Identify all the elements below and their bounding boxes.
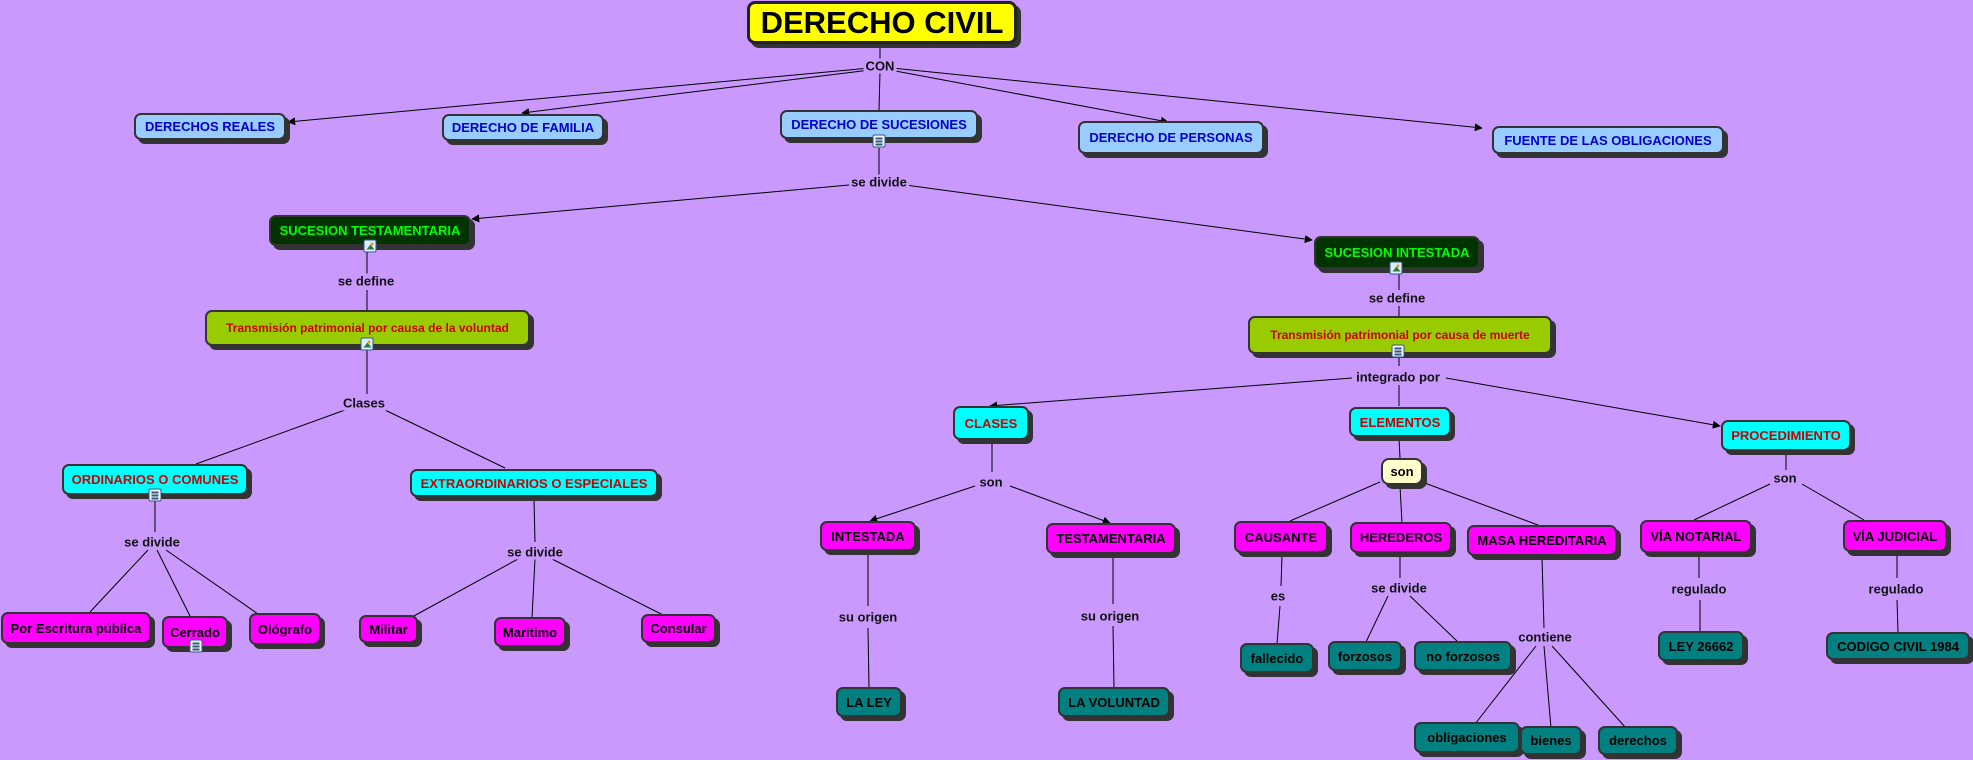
link-label-se-define-intest: se define — [1366, 290, 1428, 306]
document-icon[interactable] — [148, 488, 162, 502]
node-via-notarial[interactable]: VÍA NOTARIAL — [1640, 520, 1752, 553]
link-label-se-divide-her: se divide — [1369, 580, 1429, 596]
link-label-son-clases: son — [977, 474, 1005, 490]
node-clases[interactable]: CLASES — [953, 406, 1029, 440]
node-herederos[interactable]: HEREDEROS — [1350, 522, 1452, 553]
link-label-clases: Clases — [341, 395, 387, 411]
node-obligaciones[interactable]: obligaciones — [1414, 722, 1520, 753]
node-fuente-obligaciones[interactable]: FUENTE DE LAS OBLIGACIONES — [1492, 126, 1724, 154]
link-label-se-divide-ext: se divide — [505, 544, 565, 560]
link-label-con: CON — [863, 58, 897, 74]
document-icon[interactable] — [1391, 344, 1405, 358]
node-derechos-reales[interactable]: DERECHOS REALES — [134, 113, 286, 140]
link-label-son-proc: son — [1771, 470, 1799, 486]
link-label-regulado-2: regulado — [1866, 581, 1926, 597]
node-la-voluntad[interactable]: LA VOLUNTAD — [1058, 687, 1170, 717]
node-testamentaria[interactable]: TESTAMENTARIA — [1046, 523, 1176, 554]
node-ley-26662[interactable]: LEY 26662 — [1658, 631, 1744, 661]
node-son[interactable]: son — [1381, 458, 1423, 485]
node-militar[interactable]: Militar — [359, 615, 418, 643]
node-procedimiento[interactable]: PROCEDIMIENTO — [1721, 420, 1851, 451]
node-elementos[interactable]: ELEMENTOS — [1349, 407, 1451, 437]
node-derecho-civil[interactable]: DERECHO CIVIL — [747, 1, 1017, 44]
node-no-forzosos[interactable]: no forzosos — [1414, 641, 1512, 671]
image-icon[interactable] — [363, 239, 377, 253]
node-codigo-civil[interactable]: CODIGO CIVIL 1984 — [1826, 632, 1970, 660]
node-forzosos[interactable]: forzosos — [1328, 641, 1402, 671]
node-masa-hereditaria[interactable]: MASA HEREDITARIA — [1467, 525, 1617, 556]
link-label-se-define-test: se define — [335, 273, 397, 289]
link-label-contiene: contiene — [1516, 629, 1574, 645]
node-consular[interactable]: Consular — [641, 614, 716, 643]
node-escritura-publica[interactable]: Por Escritura pública — [1, 612, 151, 644]
node-maritimo[interactable]: Maritimo — [494, 617, 566, 647]
node-olografo[interactable]: Ológrafo — [249, 613, 321, 645]
link-label-es: es — [1268, 588, 1288, 604]
node-derecho-familia[interactable]: DERECHO DE FAMILIA — [442, 114, 604, 141]
image-icon[interactable] — [1389, 261, 1403, 275]
link-label-su-origen-1: su origen — [836, 609, 900, 625]
link-label-integrado-por: integrado por — [1354, 369, 1442, 385]
link-label-se-divide-ord: se divide — [122, 534, 182, 550]
node-intestada[interactable]: INTESTADA — [820, 521, 916, 551]
node-causante[interactable]: CAUSANTE — [1234, 521, 1328, 553]
node-la-ley[interactable]: LA LEY — [836, 687, 902, 717]
link-label-regulado-1: regulado — [1669, 581, 1729, 597]
node-derechos[interactable]: derechos — [1598, 726, 1678, 755]
node-fallecido[interactable]: fallecido — [1240, 643, 1314, 673]
link-label-su-origen-2: su origen — [1078, 608, 1142, 624]
node-via-judicial[interactable]: VÍA JUDICIAL — [1843, 520, 1947, 552]
node-derecho-sucesiones[interactable]: DERECHO DE SUCESIONES — [780, 110, 978, 139]
document-icon[interactable] — [189, 639, 203, 653]
link-label-se-divide-main: se divide — [849, 174, 909, 190]
document-icon[interactable] — [872, 134, 886, 148]
node-derecho-personas[interactable]: DERECHO DE PERSONAS — [1078, 121, 1264, 154]
node-bienes[interactable]: bienes — [1520, 726, 1582, 755]
image-icon[interactable] — [360, 337, 374, 351]
node-extraordinarios[interactable]: EXTRAORDINARIOS O ESPECIALES — [410, 469, 658, 497]
